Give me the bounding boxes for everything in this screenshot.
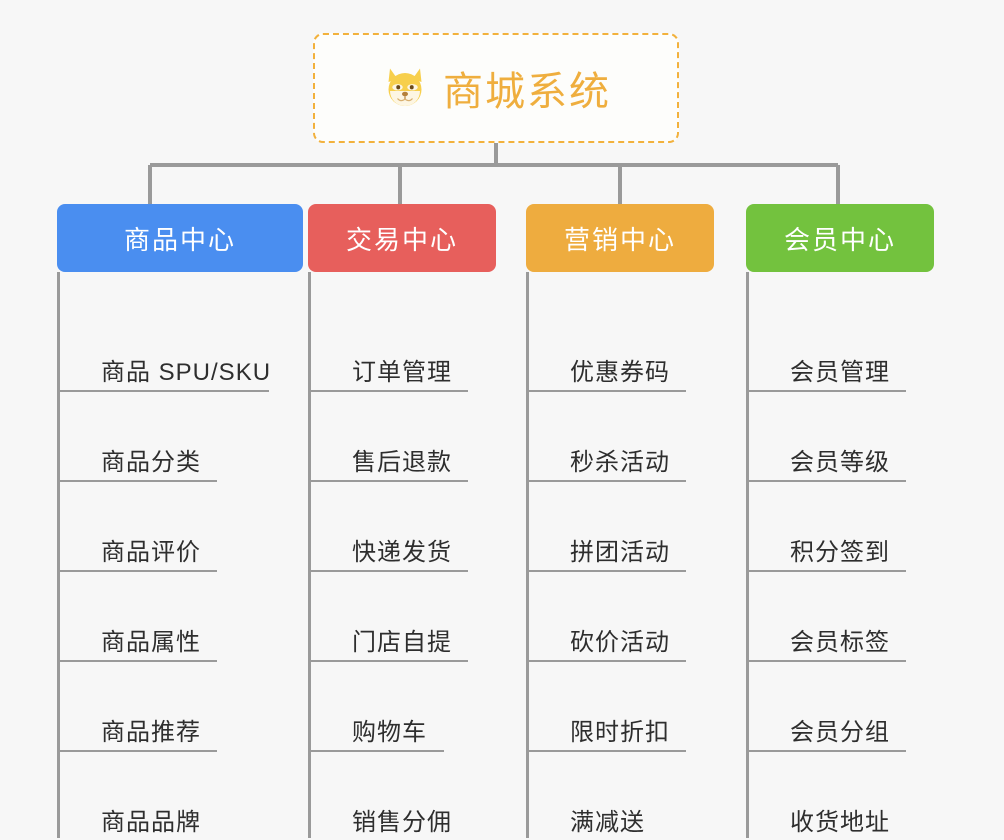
leaf-underline (746, 570, 906, 572)
leaf-label: 会员管理 (790, 358, 890, 386)
leaf-label: 售后退款 (352, 448, 452, 476)
leaf-item[interactable]: 会员标签 (746, 572, 934, 662)
leaf-item[interactable]: 销售分佣 (322, 752, 496, 840)
branch-column-marketing-center: 营销中心优惠券码秒杀活动拼团活动砍价活动限时折扣满减送 (526, 204, 714, 840)
leaf-item[interactable]: 会员分组 (746, 662, 934, 752)
leaf-item[interactable]: 优惠券码 (526, 302, 714, 392)
branch-head-product-center[interactable]: 商品中心 (57, 204, 303, 272)
branch-head-label: 营销中心 (563, 224, 676, 255)
leaf-label: 砍价活动 (570, 628, 670, 656)
leaf-label: 商品 SPU/SKU (101, 358, 272, 386)
leaf-list-trade-center: 订单管理售后退款快递发货门店自提购物车销售分佣 (308, 272, 496, 840)
leaf-underline (57, 480, 217, 482)
branch-column-member-center: 会员中心会员管理会员等级积分签到会员标签会员分组收货地址 (746, 204, 934, 840)
leaf-underline (57, 660, 217, 662)
leaf-label: 商品分类 (101, 448, 201, 476)
leaf-underline (526, 570, 686, 572)
leaf-item[interactable]: 收货地址 (760, 752, 934, 840)
leaf-underline (746, 480, 906, 482)
leaf-label: 满减送 (570, 808, 645, 836)
leaf-list-marketing-center: 优惠券码秒杀活动拼团活动砍价活动限时折扣满减送 (526, 272, 714, 840)
leaf-underline (526, 750, 686, 752)
leaf-underline (308, 750, 444, 752)
leaf-item[interactable]: 满减送 (540, 752, 714, 840)
leaf-label: 商品品牌 (101, 808, 201, 836)
leaf-item[interactable]: 商品属性 (57, 572, 303, 662)
branch-head-marketing-center[interactable]: 营销中心 (526, 204, 714, 272)
leaf-underline (526, 660, 686, 662)
leaf-label: 会员等级 (790, 448, 890, 476)
leaf-item[interactable]: 订单管理 (308, 302, 496, 392)
leaf-item[interactable]: 会员管理 (746, 302, 934, 392)
root-title: 商城系统 (443, 70, 611, 114)
leaf-label: 商品推荐 (101, 718, 201, 746)
leaf-item[interactable]: 商品评价 (57, 482, 303, 572)
leaf-label: 销售分佣 (352, 808, 452, 836)
leaf-underline (308, 660, 468, 662)
leaf-item[interactable]: 限时折扣 (526, 662, 714, 752)
leaf-label: 优惠券码 (570, 358, 670, 386)
branch-column-product-center: 商品中心商品 SPU/SKU 商品分类商品评价商品属性商品推荐商品品牌 (57, 204, 303, 840)
leaf-item[interactable]: 积分签到 (746, 482, 934, 572)
leaf-label: 会员分组 (790, 718, 890, 746)
branch-head-label: 商品中心 (123, 224, 236, 255)
leaf-underline (746, 750, 906, 752)
branch-head-trade-center[interactable]: 交易中心 (308, 204, 496, 272)
leaf-item[interactable]: 商品 SPU/SKU (57, 302, 303, 392)
leaf-label: 限时折扣 (570, 718, 670, 746)
leaf-underline (57, 570, 217, 572)
leaf-item[interactable]: 购物车 (308, 662, 496, 752)
leaf-list-member-center: 会员管理会员等级积分签到会员标签会员分组收货地址 (746, 272, 934, 840)
leaf-item[interactable]: 售后退款 (308, 392, 496, 482)
leaf-label: 快递发货 (352, 538, 452, 566)
leaf-label: 购物车 (352, 718, 427, 746)
leaf-label: 拼团活动 (570, 538, 670, 566)
leaf-label: 会员标签 (790, 628, 890, 656)
leaf-item[interactable]: 会员等级 (746, 392, 934, 482)
root-node[interactable]: 商城系统 (313, 33, 679, 143)
leaf-item[interactable]: 砍价活动 (526, 572, 714, 662)
leaf-underline (526, 480, 686, 482)
branch-head-label: 交易中心 (345, 224, 458, 255)
leaf-underline (746, 660, 906, 662)
leaf-label: 收货地址 (790, 808, 890, 836)
leaf-item[interactable]: 秒杀活动 (526, 392, 714, 482)
leaf-item[interactable]: 商品品牌 (71, 752, 303, 840)
leaf-underline (746, 390, 906, 392)
leaf-item[interactable]: 门店自提 (308, 572, 496, 662)
leaf-item[interactable]: 商品推荐 (57, 662, 303, 752)
leaf-label: 商品属性 (101, 628, 201, 656)
leaf-label: 商品评价 (101, 538, 201, 566)
leaf-item[interactable]: 商品分类 (57, 392, 303, 482)
leaf-underline (308, 390, 468, 392)
leaf-item[interactable]: 拼团活动 (526, 482, 714, 572)
leaf-item[interactable]: 快递发货 (308, 482, 496, 572)
leaf-underline (57, 750, 217, 752)
branch-head-label: 会员中心 (783, 224, 896, 255)
branch-head-member-center[interactable]: 会员中心 (746, 204, 934, 272)
leaf-underline (526, 390, 686, 392)
leaf-label: 门店自提 (352, 628, 452, 656)
leaf-underline (308, 480, 468, 482)
leaf-label: 秒杀活动 (570, 448, 670, 476)
branch-column-trade-center: 交易中心订单管理售后退款快递发货门店自提购物车销售分佣 (308, 204, 496, 840)
leaf-label: 订单管理 (352, 358, 452, 386)
leaf-label: 积分签到 (790, 538, 890, 566)
shiba-dog-face-icon (381, 64, 429, 112)
leaf-list-product-center: 商品 SPU/SKU 商品分类商品评价商品属性商品推荐商品品牌 (57, 272, 303, 840)
leaf-underline (308, 570, 468, 572)
leaf-underline (57, 390, 269, 392)
